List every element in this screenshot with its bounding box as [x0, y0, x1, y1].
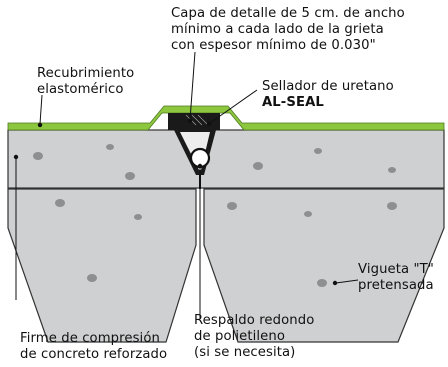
- label-urethane-sealant: Sellador de uretano: [262, 79, 394, 94]
- left-tee-joist: [7, 188, 197, 343]
- compression-topping-slab: [7, 129, 445, 189]
- label-tee-joist: Vigueta "T" pretensada: [358, 262, 434, 293]
- urethane-sealant: [168, 113, 220, 130]
- label-detail-layer: Capa de detalle de 5 cm. de ancho mínimo…: [171, 6, 405, 53]
- concrete-aggregate: [33, 144, 397, 287]
- label-backer-rod: Respaldo redondo de polietileno (si se n…: [194, 313, 315, 360]
- elastomeric-coating-layer: [7, 105, 445, 131]
- label-product-name: AL-SEAL: [262, 95, 324, 110]
- right-tee-joist: [203, 188, 445, 343]
- leader-lines: [15, 51, 359, 318]
- label-elastomeric-coating: Recubrimiento elastomérico: [37, 66, 135, 97]
- leader-dots: [13, 118, 338, 286]
- label-compression-topping: Firme de compresión de concreto reforzad…: [20, 331, 168, 362]
